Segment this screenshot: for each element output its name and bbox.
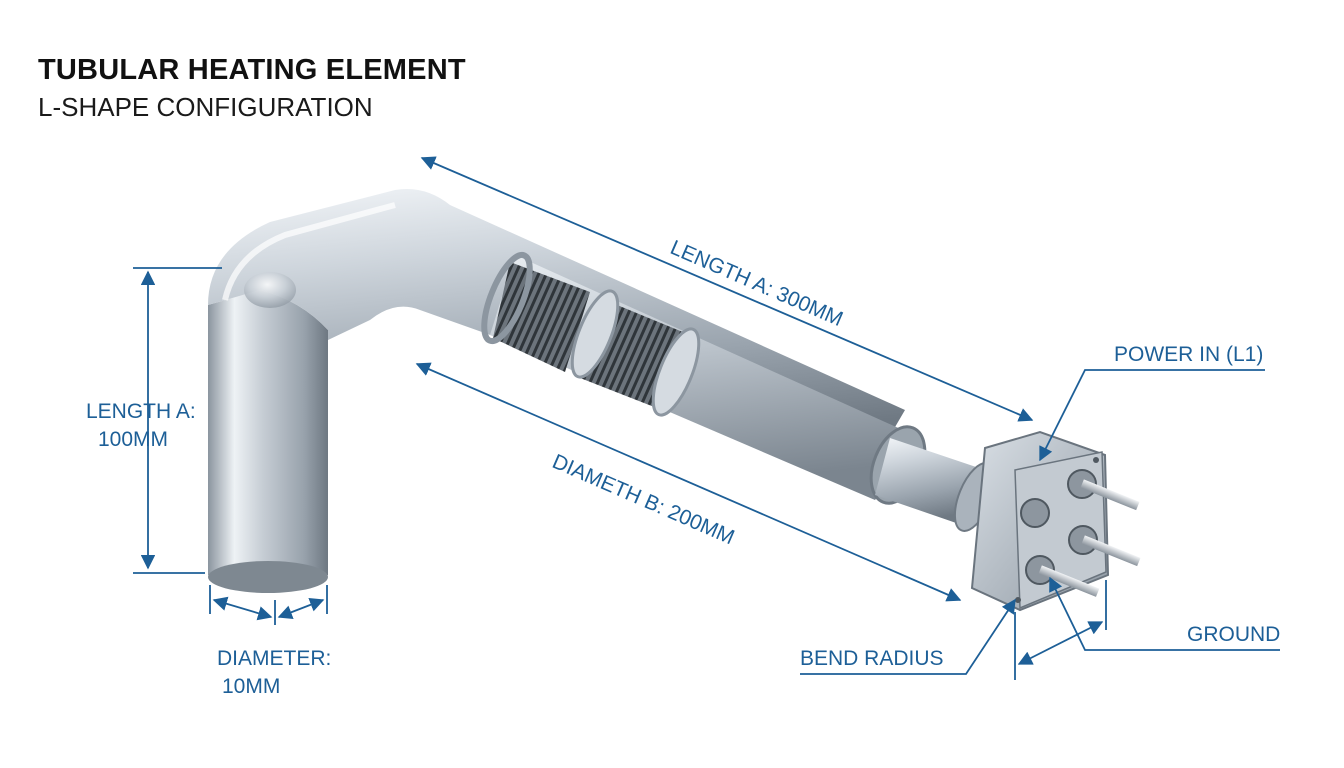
bend-radius-label: BEND RADIUS [800, 647, 944, 670]
bend-glint [244, 272, 296, 308]
leg-end-cap [208, 561, 328, 593]
diameter-label-line1: DIAMETER: [217, 647, 332, 670]
length-a-side-label-line1: LENGTH A: [86, 400, 196, 423]
ground-label: GROUND [1187, 623, 1281, 646]
vertical-leg [208, 290, 328, 588]
diagram-title: TUBULAR HEATING ELEMENT [38, 54, 466, 86]
bend-highlight [222, 202, 396, 301]
terminal-pins [1015, 457, 1141, 603]
dimension-lines [133, 156, 1280, 680]
diameter-label-line2: 10MM [222, 675, 281, 698]
power-in-label: POWER IN (L1) [1114, 343, 1264, 366]
diagram-subtitle: L-SHAPE CONFIGURATION [38, 92, 373, 122]
length-a-side-label-line2: 100MM [98, 428, 169, 451]
